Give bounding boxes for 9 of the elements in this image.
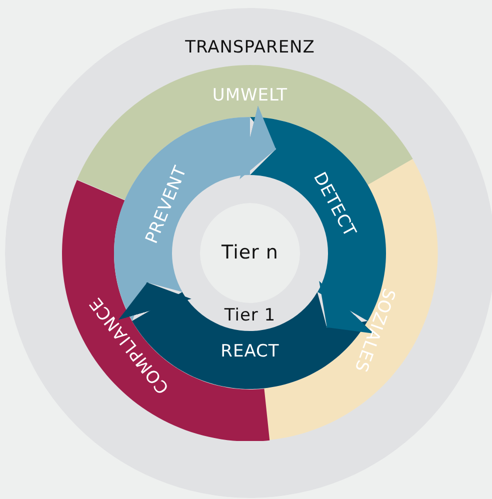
center-label: Tier n bbox=[222, 244, 278, 262]
tier-label: Tier 1 bbox=[224, 308, 276, 324]
segment-label: UMWELT bbox=[212, 88, 288, 104]
arrow bbox=[240, 106, 276, 180]
arrow bbox=[319, 280, 374, 334]
ring-title: TRANSPARENZ bbox=[185, 40, 315, 56]
segment-label: REACT bbox=[220, 344, 280, 360]
outer-ring bbox=[5, 8, 492, 498]
arrow bbox=[118, 282, 192, 320]
